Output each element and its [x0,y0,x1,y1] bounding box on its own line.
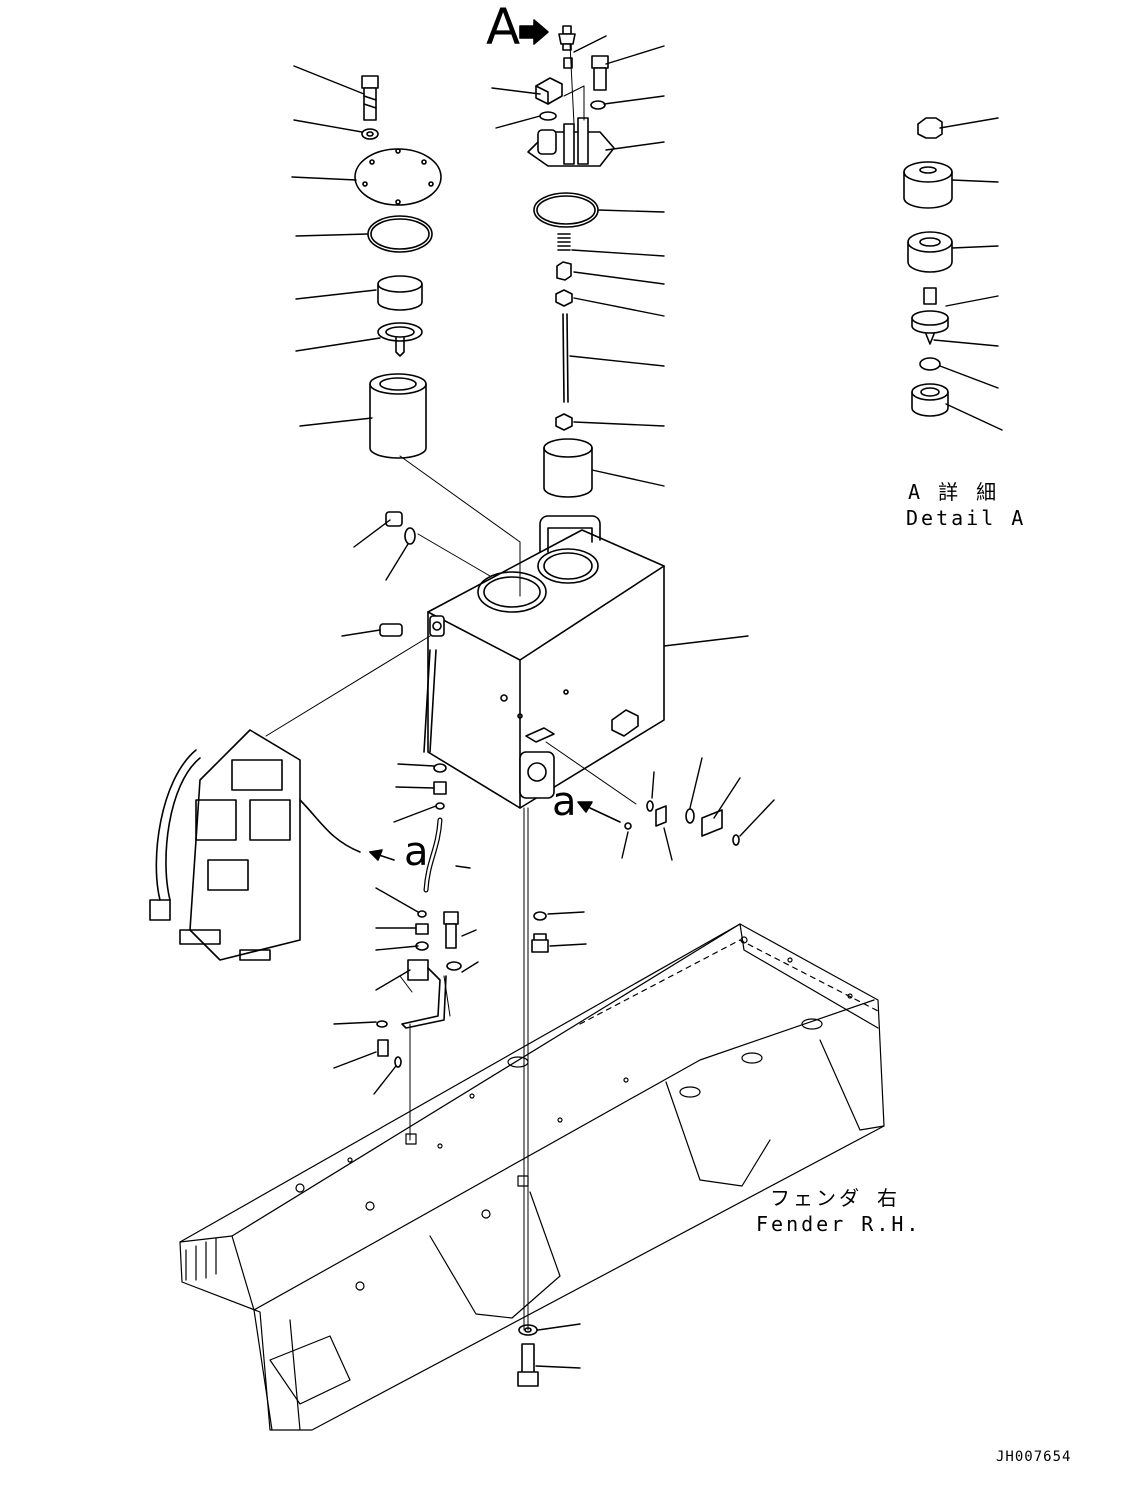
o-ring-small-center [539,111,557,121]
bolt-top-left [361,75,379,121]
level-gauge-fittings [624,800,740,846]
view-a-label: A [486,0,521,56]
valve-assembly-left [377,322,423,357]
fender-title-en: Fender R.H. [756,1212,922,1236]
control-valve [149,729,361,961]
fender-bolt [517,1324,539,1387]
drawing-number: JH007654 [996,1449,1072,1465]
detail-a-o-ring [919,357,941,371]
plug-breather [379,623,403,637]
o-ring-center [533,192,599,228]
view-a-lower-label: a [404,829,429,875]
nut-hex-2 [555,289,573,307]
o-ring-plug [404,527,416,545]
fender-rh [179,923,885,1431]
detail-a-title-en: Detail A [906,506,1027,530]
a-arrow-icon [519,19,549,45]
bolt-top-center [591,55,609,91]
cover-plate-center [527,117,615,167]
bracket [401,911,462,1029]
nut-hex-3 [555,413,573,431]
sensor-top [558,25,576,51]
center-lines [265,43,637,1331]
filter-cap-left [377,275,423,311]
sight-fitting [429,615,445,637]
detail-a-housing [903,161,953,209]
fender-title-jp: フェンダ 右 [770,1186,901,1210]
nut-hex-1 [556,261,572,281]
view-a-lower-label-2: a [552,779,577,825]
washer-left [361,128,379,140]
spring [557,233,571,251]
detail-a-cap [917,117,943,139]
leader-lines [291,35,1003,1369]
switch-block [535,77,563,105]
elbow-fitting [376,1020,402,1068]
detail-a-disc [907,231,953,273]
filter-element-left [369,373,427,459]
detail-a-title-jp: A 詳 細 [908,480,1000,504]
filter-element-center [543,438,593,498]
plug-left [385,511,403,527]
cover-plate-left [354,148,442,206]
drain-fittings [531,911,549,953]
hose [423,817,443,893]
washer-center [590,100,606,110]
rod [562,313,569,403]
detail-a-adapter [911,383,949,417]
section-arrows [369,801,621,861]
o-ring-left [367,215,433,253]
pin-small [563,57,573,69]
detail-a-valve [911,287,949,345]
hydraulic-tank [423,515,665,809]
